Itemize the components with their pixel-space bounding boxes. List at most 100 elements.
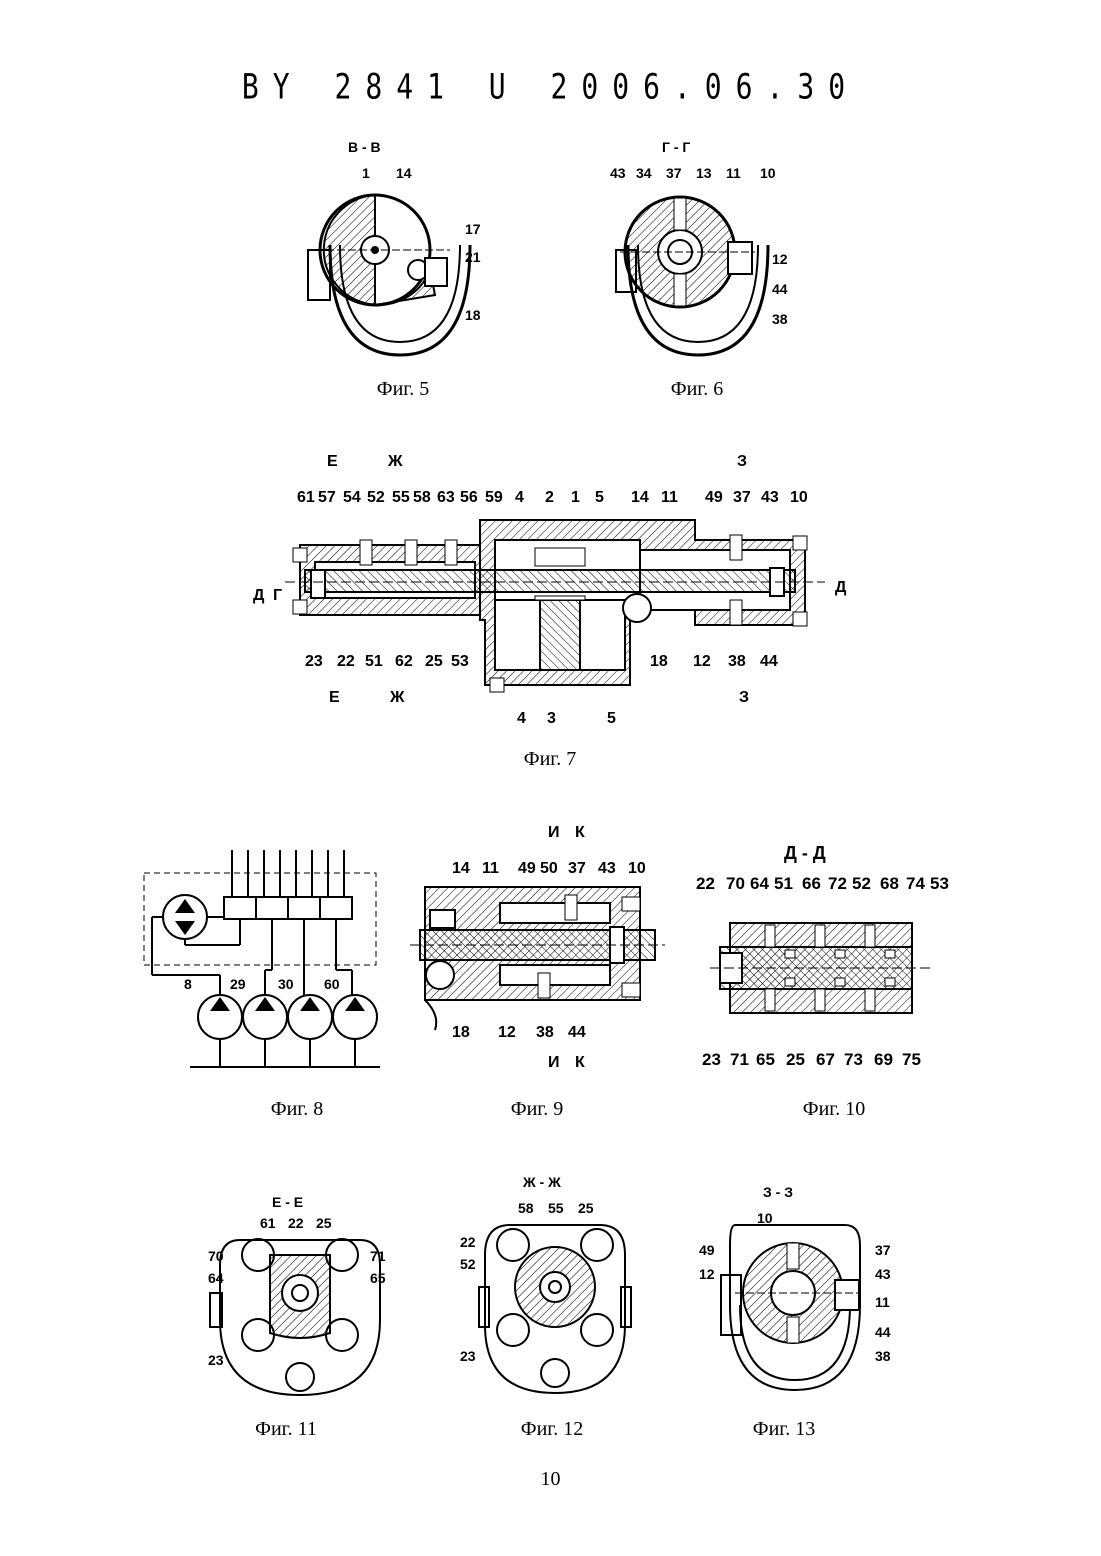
figure-13: З - З 10 37 49 43 12 11 44 38 — [695, 1175, 905, 1405]
fig7-top-label-14: 11 — [661, 489, 678, 506]
fig9-top-label-0: 14 — [452, 860, 470, 877]
fig11-section: Е - Е — [272, 1194, 303, 1210]
fig11-label-61: 61 — [260, 1215, 276, 1231]
fig5-label-18: 18 — [465, 307, 481, 323]
fig7-caption: Фиг. 7 — [450, 748, 650, 771]
figure-7: 6157545255586356594215141149374310232251… — [245, 440, 865, 740]
fig10-bottom-label-3: 25 — [786, 1050, 805, 1069]
fig7-mark-z-top: З — [737, 453, 747, 470]
fig13-label-43: 43 — [875, 1266, 891, 1282]
fig13-label-11: 11 — [875, 1294, 890, 1310]
fig12-label-55: 55 — [548, 1200, 564, 1216]
fig13-label-44: 44 — [875, 1324, 891, 1340]
fig12-label-58: 58 — [518, 1200, 534, 1216]
document-header: BY 2841 U 2006.06.30 — [0, 66, 1101, 107]
fig7-mark-d-right: Д — [835, 579, 847, 596]
fig7-mark-g-left: Г — [273, 587, 282, 604]
fig11-caption: Фиг. 11 — [186, 1418, 386, 1441]
fig13-caption: Фиг. 13 — [684, 1418, 884, 1441]
fig7-bottom-label-1: 22 — [337, 653, 355, 670]
fig7-bottom-label-8: 38 — [728, 653, 746, 670]
figure-6: Г - Г 43 34 37 13 11 10 12 44 38 — [600, 130, 800, 365]
fig8-label-8: 8 — [184, 976, 192, 992]
figure-10: Д - Д 2270645166725268745323716525677369… — [690, 835, 960, 1080]
fig7-mark-e-bottom: Е — [329, 689, 340, 706]
fig12-label-22: 22 — [460, 1234, 476, 1250]
fig11-label-70: 70 — [208, 1248, 224, 1264]
fig8-caption: Фиг. 8 — [197, 1098, 397, 1121]
fig13-label-38: 38 — [875, 1348, 891, 1364]
page-number: 10 — [0, 1468, 1101, 1491]
fig9-caption: Фиг. 9 — [437, 1098, 637, 1121]
figure-5: В - В 1 14 17 21 18 — [300, 130, 500, 365]
fig7-bottom-label-0: 23 — [305, 653, 323, 670]
fig11-label-64: 64 — [208, 1270, 224, 1286]
fig10-bottom-label-1: 71 — [730, 1050, 749, 1069]
fig10-top-label-9: 53 — [930, 874, 949, 893]
fig7-mark-z-bottom: З — [739, 689, 749, 706]
fig5-label-14: 14 — [396, 165, 412, 181]
fig7-mark-e-top: Е — [327, 453, 338, 470]
fig6-label-13: 13 — [696, 165, 712, 181]
fig8-label-29: 29 — [230, 976, 246, 992]
fig10-caption: Фиг. 10 — [734, 1098, 934, 1121]
fig5-section: В - В — [348, 139, 381, 155]
pumps — [198, 995, 377, 1039]
fig10-bottom-label-4: 67 — [816, 1050, 835, 1069]
fig7-top-label-3: 52 — [367, 489, 385, 506]
fig10-top-label-1: 70 — [726, 874, 745, 893]
fig7-top-label-12: 5 — [595, 489, 604, 506]
fig10-bottom-label-5: 73 — [844, 1050, 863, 1069]
fig6-label-11: 11 — [726, 165, 741, 181]
fig9-top-label-2: 49 — [518, 860, 536, 877]
fig10-bottom-label-7: 75 — [902, 1050, 921, 1069]
fig12-label-52: 52 — [460, 1256, 476, 1272]
fig10-top-label-4: 66 — [802, 874, 821, 893]
fig9-top-label-1: 11 — [482, 860, 499, 877]
fig10-top-label-0: 22 — [696, 874, 715, 893]
fig5-caption: Фиг. 5 — [303, 378, 503, 401]
fig7-bottom-label-5: 53 — [451, 653, 469, 670]
fig9-top-label-4: 37 — [568, 860, 586, 877]
fig7-top-label-9: 4 — [515, 489, 524, 506]
fig7-top-label-15: 49 — [705, 489, 723, 506]
fig7-top-label-16: 37 — [733, 489, 751, 506]
fig10-bottom-label-6: 69 — [874, 1050, 893, 1069]
fig11-label-23: 23 — [208, 1352, 224, 1368]
fig6-caption: Фиг. 6 — [597, 378, 797, 401]
fig10-top-label-8: 74 — [906, 874, 925, 893]
fig13-section: З - З — [763, 1184, 793, 1200]
fig6-label-44: 44 — [772, 281, 788, 297]
fig7-mark-d-left: Д — [253, 587, 265, 604]
fig13-label-49: 49 — [699, 1242, 715, 1258]
fig6-label-43: 43 — [610, 165, 626, 181]
fig9-mark-k-top: К — [575, 824, 585, 841]
fig6-label-37: 37 — [666, 165, 682, 181]
fig13-label-37: 37 — [875, 1242, 891, 1258]
fig10-top-label-3: 51 — [774, 874, 793, 893]
fig7-bottom-label-9: 44 — [760, 653, 778, 670]
fig7-top-label-6: 63 — [437, 489, 455, 506]
fig7-bottom-label-2: 51 — [365, 653, 383, 670]
fig13-label-12: 12 — [699, 1266, 715, 1282]
fig7-top-label-17: 43 — [761, 489, 779, 506]
fig7-top-label-4: 55 — [392, 489, 410, 506]
fig9-top-label-5: 43 — [598, 860, 616, 877]
fig7-top-label-2: 54 — [343, 489, 361, 506]
fig9-mark-i-top: И — [548, 824, 560, 841]
fig7-top-label-13: 14 — [631, 489, 649, 506]
fig6-section: Г - Г — [662, 139, 690, 155]
fig5-label-17: 17 — [465, 221, 481, 237]
fig9-mark-k-bottom: К — [575, 1054, 585, 1071]
fig9-top-label-6: 10 — [628, 860, 646, 877]
fig5-label-21: 21 — [465, 249, 481, 265]
fig7-top-label-8: 59 — [485, 489, 503, 506]
fig9-top-label-3: 50 — [540, 860, 558, 877]
fig7-bottom-label-7: 12 — [693, 653, 711, 670]
fig6-label-10: 10 — [760, 165, 776, 181]
figure-11: Е - Е 61 22 25 70 71 64 65 23 — [200, 1185, 410, 1400]
fig10-top-label-2: 64 — [750, 874, 769, 893]
fig12-caption: Фиг. 12 — [452, 1418, 652, 1441]
fig12-label-25: 25 — [578, 1200, 594, 1216]
fig11-label-71: 71 — [370, 1248, 386, 1264]
